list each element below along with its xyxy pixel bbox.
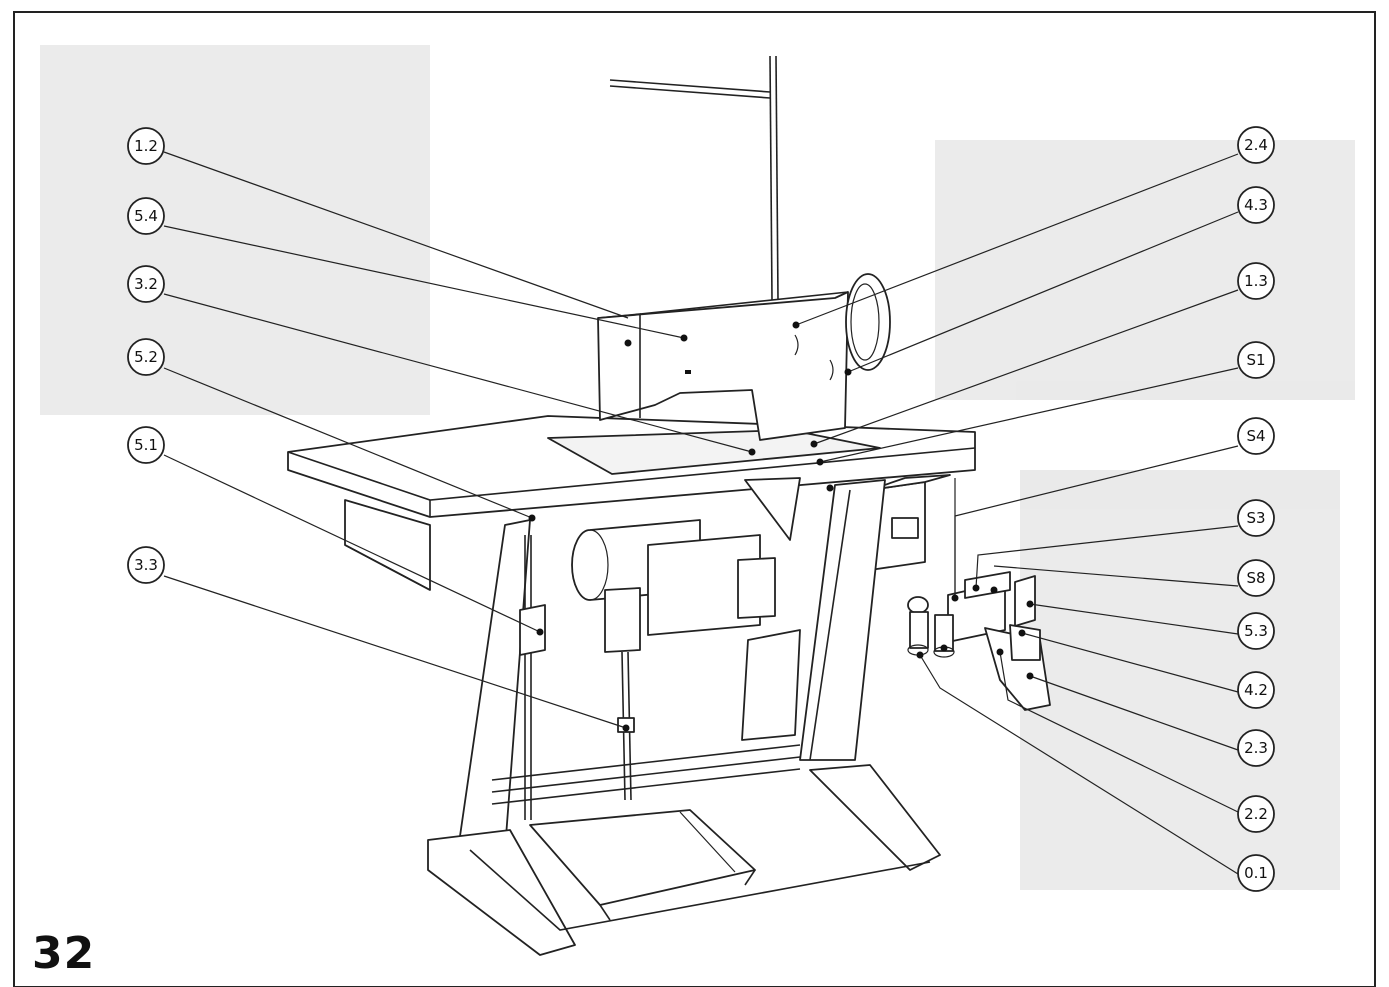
callout-label: S1 [1246, 351, 1265, 369]
callout-5-3: 5.3 [1237, 612, 1275, 650]
callout-label: 2.3 [1244, 739, 1268, 757]
callout-5-2: 5.2 [127, 338, 165, 376]
callout-label: 3.2 [134, 275, 158, 293]
page-border [13, 11, 1376, 987]
base-feet [427, 764, 941, 956]
callout-2-2: 2.2 [1237, 795, 1275, 833]
motor-assembly [571, 477, 801, 801]
treadle [529, 809, 756, 921]
left-leg [457, 519, 546, 851]
callout-label: 2.2 [1244, 805, 1268, 823]
callout-3-2: 3.2 [127, 265, 165, 303]
callout-5-4: 5.4 [127, 197, 165, 235]
callout-label: 5.4 [134, 207, 158, 225]
callout-label: S4 [1246, 427, 1265, 445]
callout-label: 5.1 [134, 436, 158, 454]
callout-label: 1.3 [1244, 272, 1268, 290]
callout-label: S8 [1246, 569, 1265, 587]
target-dots [528, 321, 1034, 732]
callout-4-3: 4.3 [1237, 186, 1275, 224]
callout-s4: S4 [1237, 417, 1275, 455]
stretcher [491, 744, 801, 805]
right-leg [799, 479, 886, 761]
callout-2-4: 2.4 [1237, 126, 1275, 164]
page-number: 32 [32, 928, 96, 979]
callout-label: 5.2 [134, 348, 158, 366]
callout-1-2: 1.2 [127, 127, 165, 165]
leader-lines [163, 151, 1239, 875]
callout-s3: S3 [1237, 499, 1275, 537]
drawer [344, 499, 431, 591]
callout-1-3: 1.3 [1237, 262, 1275, 300]
callout-label: 2.4 [1244, 136, 1268, 154]
callout-label: 4.2 [1244, 681, 1268, 699]
callout-3-3: 3.3 [127, 546, 165, 584]
callout-4-2: 4.2 [1237, 671, 1275, 709]
callout-label: S3 [1246, 509, 1265, 527]
machine-head [597, 273, 891, 441]
callout-s8: S8 [1237, 559, 1275, 597]
callout-label: 3.3 [134, 556, 158, 574]
callout-2-3: 2.3 [1237, 729, 1275, 767]
callout-label: 4.3 [1244, 196, 1268, 214]
callout-5-1: 5.1 [127, 426, 165, 464]
callout-label: 1.2 [134, 137, 158, 155]
valve-block [907, 571, 1051, 711]
background-bleed [40, 45, 1355, 890]
table-top [287, 415, 976, 518]
thread-stand [609, 55, 779, 301]
callout-label: 0.1 [1244, 864, 1268, 882]
switch-box [869, 474, 951, 571]
callout-s1: S1 [1237, 341, 1275, 379]
callout-label: 5.3 [1244, 622, 1268, 640]
callout-0-1: 0.1 [1237, 854, 1275, 892]
